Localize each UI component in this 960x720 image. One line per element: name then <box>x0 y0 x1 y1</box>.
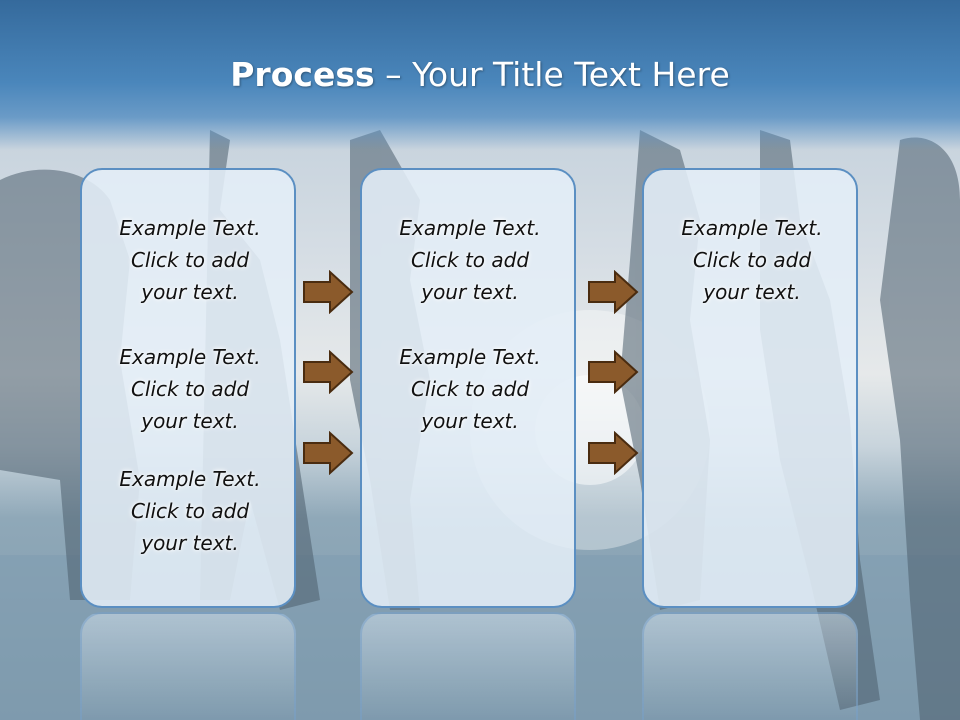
box-reflection-2 <box>360 612 576 720</box>
process-box-1[interactable]: Example Text. Click to add your text. Ex… <box>80 168 296 608</box>
box-reflection-3 <box>642 612 858 720</box>
text-placeholder[interactable]: Example Text. Click to add your text. <box>681 216 823 304</box>
text-placeholder[interactable]: Example Text. Click to add your text. <box>399 345 541 433</box>
text-placeholder[interactable]: Example Text. Click to add your text. <box>119 345 261 433</box>
right-arrow-icon <box>303 270 354 314</box>
process-box-3[interactable]: Example Text. Click to add your text. <box>642 168 858 608</box>
box-reflection-1 <box>80 612 296 720</box>
right-arrow-icon <box>588 350 639 394</box>
text-placeholder[interactable]: Example Text. Click to add your text. <box>119 216 261 304</box>
right-arrow-icon <box>303 350 354 394</box>
right-arrow-icon <box>588 270 639 314</box>
right-arrow-icon <box>303 431 354 475</box>
text-placeholder[interactable]: Example Text. Click to add your text. <box>119 467 261 555</box>
slide-title[interactable]: Process – Your Title Text Here <box>0 55 960 94</box>
title-bold: Process <box>230 55 375 94</box>
title-band <box>0 0 960 150</box>
right-arrow-icon <box>588 431 639 475</box>
text-placeholder[interactable]: Example Text. Click to add your text. <box>399 216 541 304</box>
title-rest: – Your Title Text Here <box>385 55 730 94</box>
process-box-2[interactable]: Example Text. Click to add your text. Ex… <box>360 168 576 608</box>
